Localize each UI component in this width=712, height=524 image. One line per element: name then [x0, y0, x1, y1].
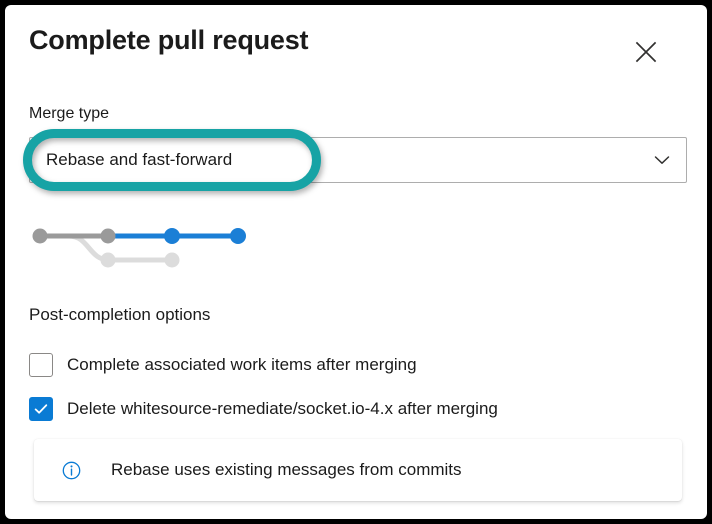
option-label-complete-work-items: Complete associated work items after mer…: [67, 355, 417, 374]
merge-type-label: Merge type: [29, 105, 110, 122]
option-label-delete-branch: Delete whitesource-remediate/socket.io-4…: [67, 399, 498, 418]
post-completion-options-title: Post-completion options: [29, 305, 211, 324]
merge-type-selected-value: Rebase and fast-forward: [46, 150, 233, 169]
page-title: Complete pull request: [29, 25, 309, 55]
check-icon: [33, 401, 49, 417]
info-banner-text: Rebase uses existing messages from commi…: [111, 460, 462, 479]
merge-strategy-git-graph: [23, 217, 263, 279]
close-button[interactable]: [624, 32, 668, 72]
merge-type-dropdown[interactable]: Rebase and fast-forward: [29, 137, 687, 183]
option-row-complete-work-items[interactable]: Complete associated work items after mer…: [29, 350, 417, 380]
close-icon: [633, 39, 659, 65]
option-row-delete-branch[interactable]: Delete whitesource-remediate/socket.io-4…: [29, 394, 498, 424]
checkbox-delete-branch[interactable]: [29, 397, 53, 421]
checkbox-complete-work-items[interactable]: [29, 353, 53, 377]
dialog-header: Complete pull request: [5, 5, 707, 91]
complete-pull-request-dialog: Complete pull request Merge type Rebase …: [5, 5, 707, 519]
info-banner: Rebase uses existing messages from commi…: [34, 439, 682, 501]
info-circle-icon: [62, 461, 81, 480]
chevron-down-icon: [652, 138, 672, 182]
